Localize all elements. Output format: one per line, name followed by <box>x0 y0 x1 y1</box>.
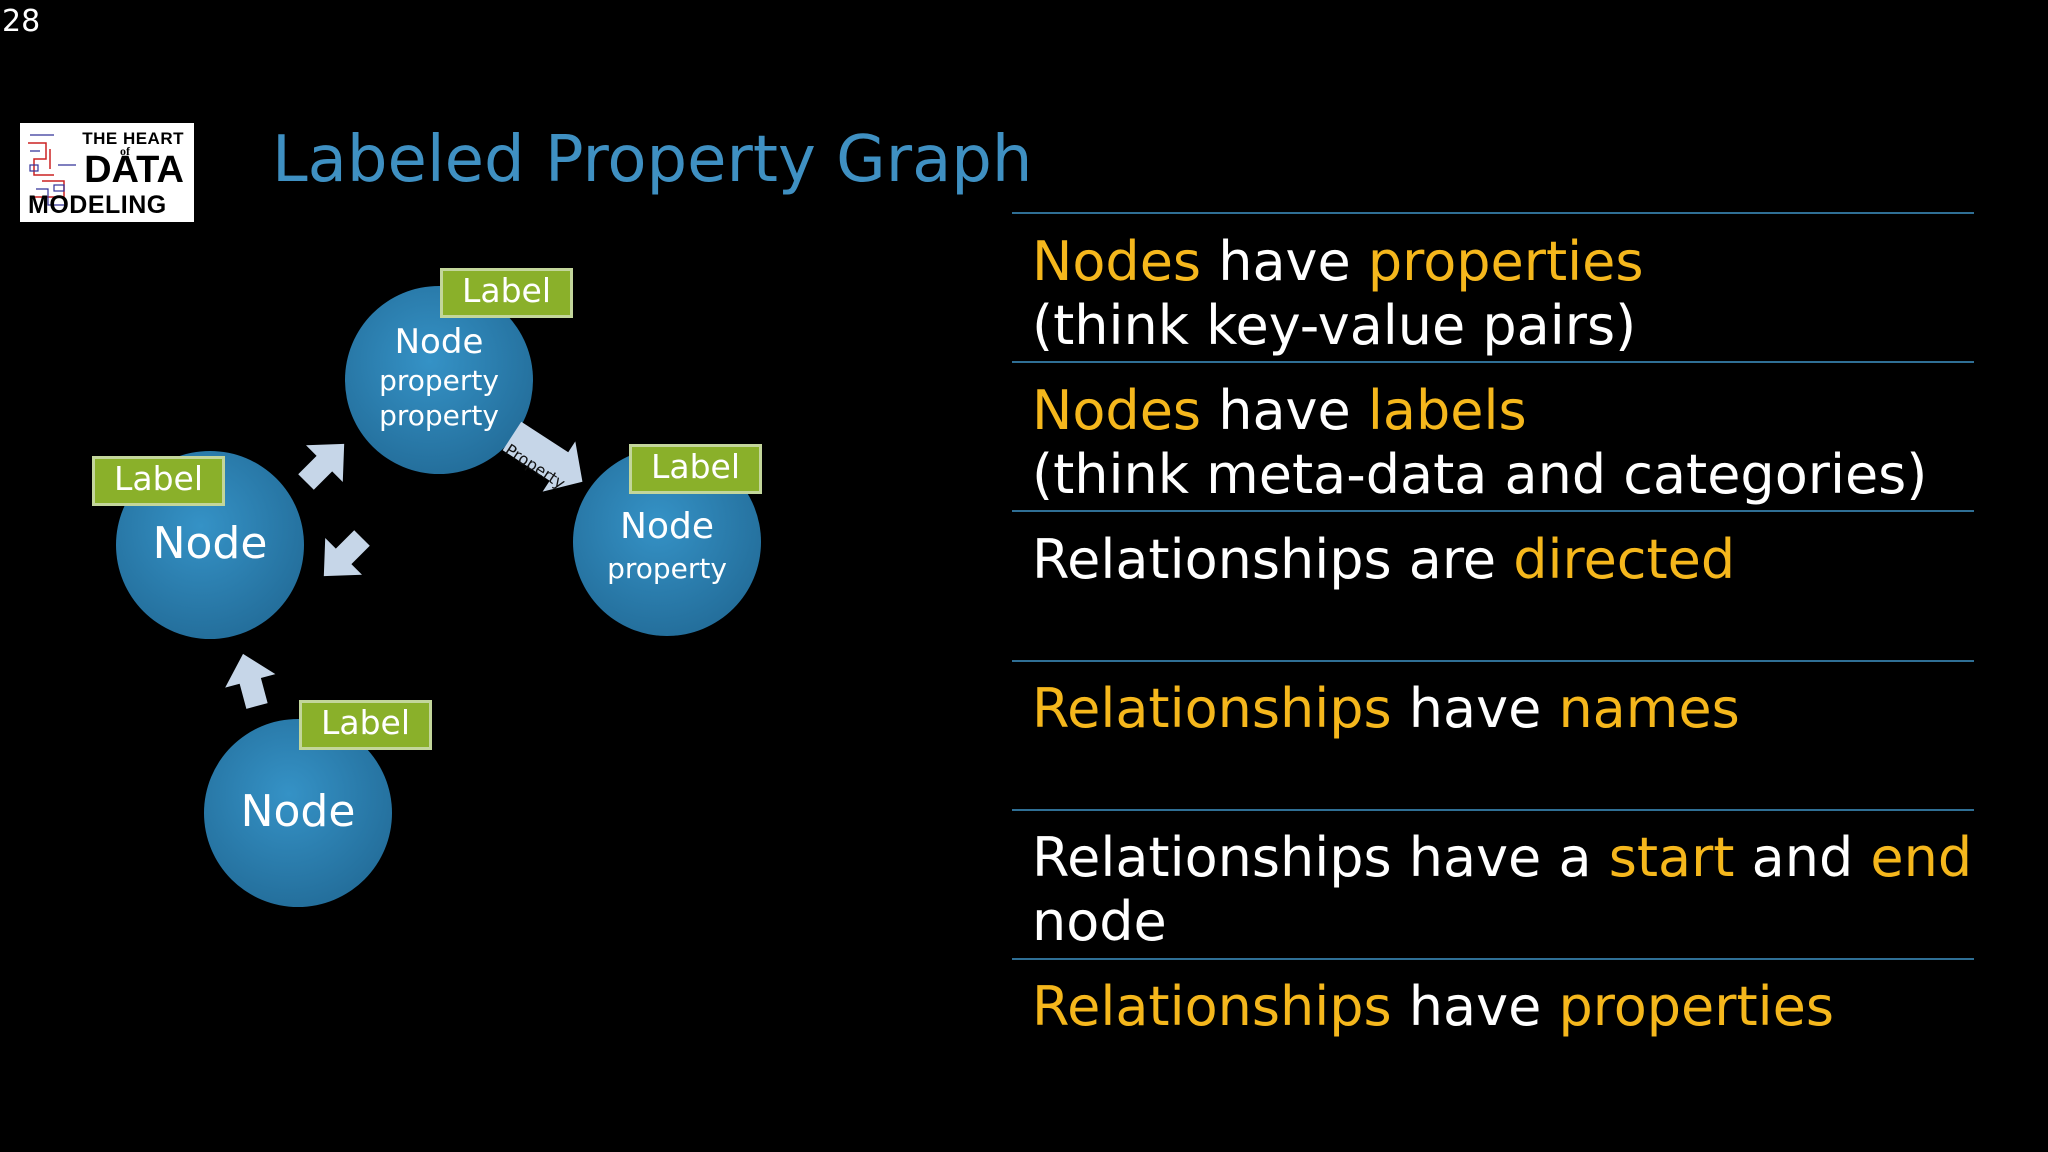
arrow-left-to-top <box>298 443 345 490</box>
bullet-text-part: names <box>1558 677 1740 740</box>
label-tag-left: Label <box>92 456 225 506</box>
bullet-relationships-properties: Relationships have properties <box>1032 975 1834 1039</box>
logo-diagram-graphic <box>28 134 76 206</box>
logo-text-data: DATA <box>84 149 184 191</box>
node-right-property: property <box>607 552 727 585</box>
slide-title: Labeled Property Graph <box>272 123 1033 197</box>
label-tag-top: Label <box>440 268 573 318</box>
divider-line <box>1012 809 1974 811</box>
arrow-top-to-right <box>502 421 583 492</box>
bullet-text-part: Nodes <box>1032 230 1202 293</box>
bullet-subtext: node <box>1032 890 1167 953</box>
node-top-circle <box>345 286 533 474</box>
arrow-top-to-left <box>323 530 370 577</box>
bullet-text-part: Relationships <box>1032 677 1392 740</box>
bullet-text-part: and <box>1734 826 1871 889</box>
bullet-text-part: directed <box>1513 528 1736 591</box>
node-top-title: Node <box>394 322 484 362</box>
arrow-bottom-to-left <box>225 653 276 709</box>
heart-of-data-modeling-logo: THE HEART of DATA MODELING <box>20 123 194 222</box>
bullet-text-part: have <box>1391 677 1559 740</box>
label-tag-bottom: Label <box>299 700 432 750</box>
bullet-text-part: properties <box>1367 230 1644 293</box>
bullet-text-part: start <box>1608 826 1735 889</box>
bullet-relationships-names: Relationships have names <box>1032 677 1740 741</box>
logo-text-of: of <box>120 144 130 158</box>
bullet-text-part: Relationships <box>1032 975 1392 1038</box>
bullet-text-part: Relationships have a <box>1032 826 1609 889</box>
slide-number: 28 <box>2 4 41 39</box>
node-top-property-1: property <box>379 364 499 397</box>
node-right-title: Node <box>620 506 714 547</box>
label-tag-right: Label <box>629 444 762 494</box>
node-bottom-title: Node <box>240 786 356 837</box>
bullet-text-part: Relationships are <box>1032 528 1514 591</box>
bullet-subtext: (think meta-data and categories) <box>1032 443 1928 506</box>
bullet-relationships-start-end: Relationships have a start and end node <box>1032 826 1972 954</box>
divider-line <box>1012 212 1974 214</box>
bullet-relationships-directed: Relationships are directed <box>1032 528 1735 592</box>
node-top-property-2: property <box>379 399 499 432</box>
logo-text-the-heart: THE HEART <box>82 129 184 148</box>
node-right-circle <box>573 448 761 636</box>
divider-line <box>1012 958 1974 960</box>
divider-line <box>1012 660 1974 662</box>
bullet-text-part: Nodes <box>1032 379 1202 442</box>
divider-line <box>1012 510 1974 512</box>
bullet-subtext: (think key-value pairs) <box>1032 294 1637 357</box>
bullet-nodes-labels: Nodes have labels (think meta-data and c… <box>1032 379 1927 507</box>
divider-line <box>1012 361 1974 363</box>
bullet-text-part: end <box>1870 826 1973 889</box>
bullet-text-part: have <box>1391 975 1559 1038</box>
bullet-text-part: have <box>1201 379 1368 442</box>
bullet-text-part: labels <box>1367 379 1527 442</box>
node-left-title: Node <box>152 518 268 569</box>
bullet-text-part: properties <box>1558 975 1835 1038</box>
node-bottom-circle <box>204 719 392 907</box>
bullet-nodes-properties: Nodes have properties (think key-value p… <box>1032 230 1643 358</box>
logo-text-modeling: MODELING <box>28 191 167 219</box>
bullet-text-part: have <box>1201 230 1368 293</box>
